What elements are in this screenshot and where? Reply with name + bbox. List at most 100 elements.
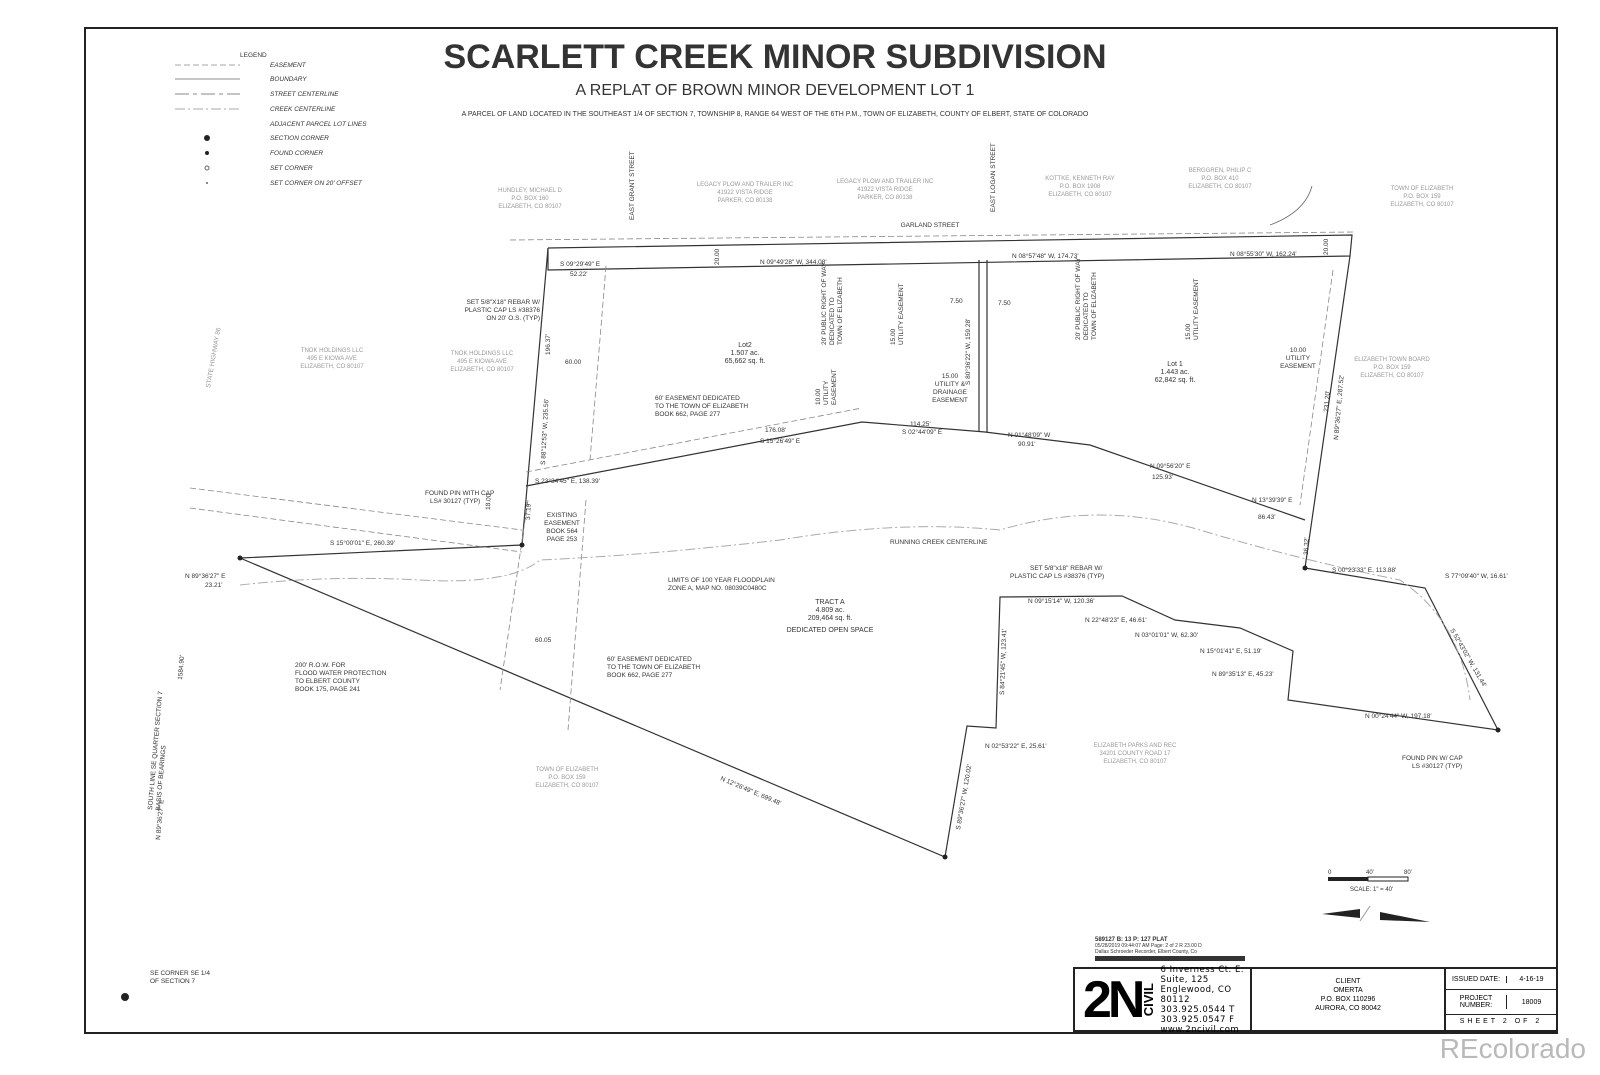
svg-text:90.91': 90.91' bbox=[1018, 441, 1036, 448]
svg-text:N 89°36'27" E: N 89°36'27" E bbox=[154, 798, 166, 840]
svg-text:20' PUBLIC RIGHT OF WAYDEDICAT: 20' PUBLIC RIGHT OF WAYDEDICATED TOTOWN … bbox=[1075, 257, 1098, 340]
legend-item: ADJACENT PARCEL LOT LINES bbox=[269, 121, 367, 128]
svg-text:10.00UTILITYEASEMENT: 10.00UTILITYEASEMENT bbox=[1280, 347, 1316, 370]
svg-text:15.00UTILITY EASEMENT: 15.00UTILITY EASEMENT bbox=[1185, 278, 1200, 340]
svg-text:S 77°09'40" W, 16.61': S 77°09'40" W, 16.61' bbox=[1445, 572, 1508, 580]
client-address: P.O. BOX 110296 bbox=[1320, 996, 1376, 1003]
svg-text:176.08': 176.08' bbox=[765, 427, 786, 434]
title-block-project: ISSUED DATE: 4-16-19 PROJECT NUMBER: 180… bbox=[1444, 967, 1558, 1032]
svg-text:Dallas Schroeder Recorder, Elb: Dallas Schroeder Recorder, Elbert County… bbox=[1095, 949, 1197, 955]
svg-text:23.21': 23.21' bbox=[205, 582, 223, 589]
firm-website: www.2ncivil.com bbox=[1160, 1024, 1240, 1035]
svg-text:15.00UTILITY EASEMENT: 15.00UTILITY EASEMENT bbox=[890, 283, 905, 345]
svg-text:20.00: 20.00 bbox=[1323, 238, 1330, 255]
sheet-number: SHEET 2 OF 2 bbox=[1459, 1018, 1543, 1025]
svg-text:40': 40' bbox=[1366, 870, 1374, 876]
svg-text:N 09°49'28" W, 344.08': N 09°49'28" W, 344.08' bbox=[760, 258, 827, 266]
svg-text:SOUTH LINE SE QUARTER SECTION: SOUTH LINE SE QUARTER SECTION 7BASIS OF … bbox=[147, 691, 172, 811]
svg-text:589127 B: 13 P: 127 PLAT: 589127 B: 13 P: 127 PLAT bbox=[1095, 937, 1168, 943]
svg-text:N 02°53'22" E, 25.61': N 02°53'22" E, 25.61' bbox=[985, 742, 1047, 750]
svg-text:S 80°36'22" W, 159.28': S 80°36'22" W, 159.28' bbox=[964, 319, 972, 385]
legend-title: LEGEND bbox=[240, 52, 267, 59]
svg-text:37.19': 37.19' bbox=[525, 502, 533, 520]
set-corner-icon bbox=[204, 165, 210, 171]
svg-text:S 23°34'45" E, 138.39': S 23°34'45" E, 138.39' bbox=[535, 477, 600, 485]
svg-text:60.05: 60.05 bbox=[535, 637, 552, 644]
svg-text:86.43': 86.43' bbox=[1258, 514, 1276, 521]
svg-text:N 08°57'48" W, 174.73': N 08°57'48" W, 174.73' bbox=[1012, 252, 1079, 260]
svg-text:36.32': 36.32' bbox=[1303, 537, 1311, 555]
north-arrow-icon bbox=[1322, 905, 1430, 922]
svg-text:7.50: 7.50 bbox=[998, 300, 1011, 307]
svg-text:N 13°39'39" E: N 13°39'39" E bbox=[1252, 496, 1293, 504]
project-number-value: 18009 bbox=[1521, 998, 1542, 1006]
svg-text:N 01°48'09" W: N 01°48'09" W bbox=[1008, 431, 1051, 439]
set-corner-offset-icon bbox=[206, 182, 208, 184]
legend: LEGEND EASEMENT BOUNDARY STREET CENTERLI… bbox=[175, 52, 367, 187]
street-label: GARLAND STREET bbox=[901, 222, 960, 229]
svg-text:0: 0 bbox=[1328, 870, 1332, 876]
legend-item: STREET CENTERLINE bbox=[270, 91, 339, 98]
svg-text:N 00°24'44" W, 197.18': N 00°24'44" W, 197.18' bbox=[1365, 712, 1432, 720]
svg-text:N 09°15'14" W, 120.36': N 09°15'14" W, 120.36' bbox=[1028, 597, 1095, 605]
firm-logo: 2N bbox=[1083, 970, 1146, 1029]
svg-text:231.20': 231.20' bbox=[1323, 391, 1332, 413]
svg-text:60.00: 60.00 bbox=[565, 359, 582, 366]
legend-item: SECTION CORNER bbox=[270, 135, 329, 142]
svg-text:SE CORNER SE 1/4OF SECTION 7: SE CORNER SE 1/4OF SECTION 7 bbox=[150, 970, 210, 985]
svg-text:SET 5/8"X18" REBAR W/PLASTIC C: SET 5/8"X18" REBAR W/PLASTIC CAP LS #383… bbox=[465, 299, 541, 322]
svg-text:S 15°00'01" E, 260.39': S 15°00'01" E, 260.39' bbox=[330, 539, 395, 547]
issued-date-label: ISSUED DATE: bbox=[1446, 975, 1507, 983]
legend-item: BOUNDARY bbox=[270, 76, 307, 83]
plat-subtitle: A REPLAT OF BROWN MINOR DEVELOPMENT LOT … bbox=[576, 82, 975, 99]
svg-text:S 52°43'02" W, 131.44': S 52°43'02" W, 131.44' bbox=[1448, 627, 1488, 688]
sheet-border bbox=[84, 27, 1558, 1034]
svg-text:52.22': 52.22' bbox=[570, 271, 588, 278]
svg-text:S 84°21'45" W, 123.41': S 84°21'45" W, 123.41' bbox=[998, 629, 1008, 696]
title-block-client: CLIENT OMERTA P.O. BOX 110296 AURORA, CO… bbox=[1250, 967, 1446, 1032]
svg-text:125.93': 125.93' bbox=[1152, 474, 1173, 481]
svg-text:N 12°26'49" E, 699.48': N 12°26'49" E, 699.48' bbox=[719, 774, 782, 807]
street-label: STATE HIGHWAY 86 bbox=[205, 327, 223, 389]
svg-text:S 02°44'09" E: S 02°44'09" E bbox=[902, 428, 943, 436]
svg-text:10.00UTILITYEASEMENT: 10.00UTILITYEASEMENT bbox=[815, 369, 838, 405]
svg-text:20' PUBLIC RIGHT OF WAYDEDICAT: 20' PUBLIC RIGHT OF WAYDEDICATED TOTOWN … bbox=[821, 262, 844, 345]
svg-text:N 89°36'27" E: N 89°36'27" E bbox=[185, 572, 226, 580]
svg-text:196.37': 196.37' bbox=[545, 334, 552, 355]
recording-stamp: 589127 B: 13 P: 127 PLAT 05/28/2019 09:4… bbox=[1095, 937, 1245, 961]
svg-text:SET 5/8"x18" REBAR W/PLASTIC C: SET 5/8"x18" REBAR W/PLASTIC CAP LS #383… bbox=[1010, 565, 1104, 580]
section-corner-icon bbox=[121, 993, 129, 1001]
svg-text:N 08°55'30" W, 162.24': N 08°55'30" W, 162.24' bbox=[1230, 250, 1297, 258]
title-block-firm: 2N CIVIL 6 Inverness Ct. E. Suite, 125 E… bbox=[1073, 965, 1252, 1035]
legend-item: SET CORNER ON 20' OFFSET bbox=[270, 180, 363, 187]
svg-text:RUNNING CREEK CENTERLINE: RUNNING CREEK CENTERLINE bbox=[890, 539, 988, 546]
svg-text:S 88°12'53" W, 235.56': S 88°12'53" W, 235.56' bbox=[539, 398, 550, 465]
plat-notes: 20' PUBLIC RIGHT OF WAYDEDICATED TOTOWN … bbox=[147, 257, 1463, 985]
project-number-label: PROJECT NUMBER: bbox=[1446, 995, 1507, 1009]
scale-bar: 0 40' 80' SCALE: 1" = 40' bbox=[1328, 870, 1412, 893]
legend-item: SET CORNER bbox=[270, 165, 313, 172]
client-label: CLIENT bbox=[1335, 978, 1361, 985]
svg-text:N 89°36'27" E, 287.52': N 89°36'27" E, 287.52' bbox=[1332, 375, 1346, 441]
svg-text:HUNDLEY, MICHAEL DP.O. BOX 160: HUNDLEY, MICHAEL DP.O. BOX 160ELIZABETH,… bbox=[498, 188, 562, 210]
svg-text:S 09°29'49" E: S 09°29'49" E bbox=[560, 260, 601, 268]
firm-phone: 303.925.0544 T bbox=[1160, 1004, 1235, 1015]
